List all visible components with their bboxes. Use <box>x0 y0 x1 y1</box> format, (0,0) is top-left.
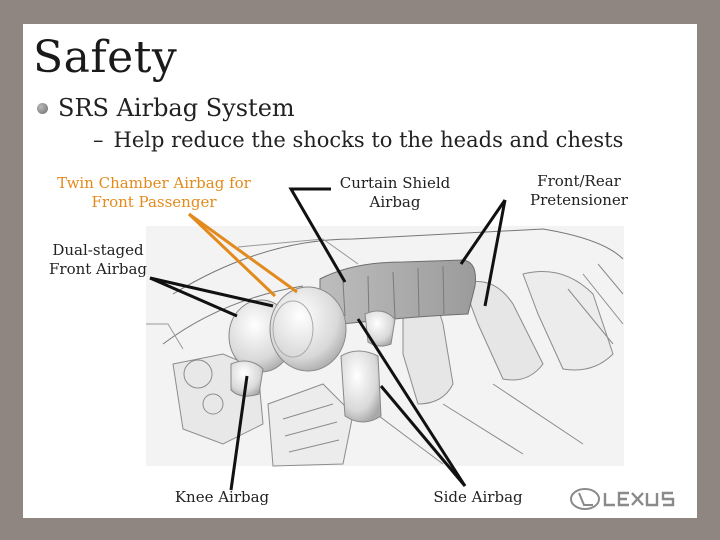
side-airbag-rear-shape <box>340 350 382 423</box>
label-curtain-shield-airbag: Curtain Shield Airbag <box>339 174 451 211</box>
slide: Safety SRS Airbag System –Help reduce th… <box>23 24 697 518</box>
car-interior-illustration <box>146 187 624 491</box>
bullet-icon <box>37 102 48 114</box>
slide-title: Safety <box>33 32 178 83</box>
side-airbag-front-shape <box>364 310 396 347</box>
lexus-logo-icon <box>570 488 675 510</box>
sub-bullet-marker: – <box>93 128 104 152</box>
bullet-text: SRS Airbag System <box>58 94 295 122</box>
sub-bullet-text: Help reduce the shocks to the heads and … <box>113 128 624 152</box>
label-knee-airbag: Knee Airbag <box>174 488 270 506</box>
passenger-airbag-shape <box>269 286 347 372</box>
label-twin-chamber-airbag: Twin Chamber Airbag for Front Passenger <box>57 174 251 211</box>
leader-lines <box>149 187 507 491</box>
label-side-airbag: Side Airbag <box>433 488 523 506</box>
bullet-item: SRS Airbag System <box>37 94 295 122</box>
label-pretensioner: Front/Rear Pretensioner <box>530 172 628 209</box>
label-dual-staged-airbag: Dual-staged Front Airbag <box>48 241 147 278</box>
sub-bullet-item: –Help reduce the shocks to the heads and… <box>93 128 623 152</box>
